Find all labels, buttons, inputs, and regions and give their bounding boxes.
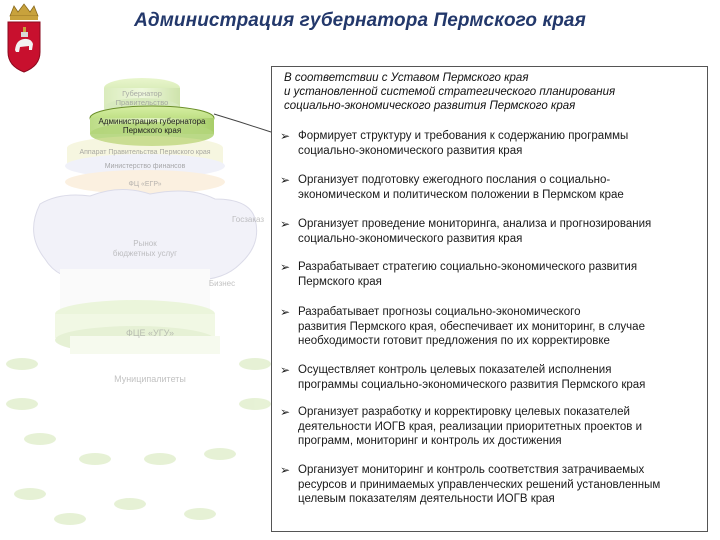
function-item: ➢ Организует проведение мониторинга, ана… <box>280 217 700 246</box>
function-line: Организует проведение мониторинга, анали… <box>298 218 652 230</box>
page-title: Администрация губернатора Пермского края <box>134 10 586 31</box>
function-item: ➢ Формирует структуру и требования к сод… <box>280 129 700 158</box>
function-line: ресурсов и принимаемых управленческих ре… <box>298 478 661 491</box>
diagram-label-business: Бизнес <box>209 279 235 288</box>
function-line: Пермского края <box>298 275 382 288</box>
perm-coat-of-arms-icon <box>7 3 41 73</box>
diagram-label-finance-ministry: Министерство финансов <box>105 163 186 170</box>
function-line: Разрабатывает прогнозы социально-экономи… <box>298 306 581 318</box>
function-line: социально-экономического развития края <box>298 144 523 157</box>
function-line: экономическом и политическом положении в… <box>298 188 624 201</box>
function-line: программ, мониторинг и контроль их дости… <box>298 435 562 447</box>
intro-line: В соответствии с Уставом Пермского края <box>284 72 529 84</box>
function-line: Организует подготовку ежегодного послани… <box>298 174 611 186</box>
function-item: ➢ Разрабатывает прогнозы социально-эконо… <box>280 305 700 349</box>
diagram-label-budget-services: бюджетных услуг <box>113 249 177 258</box>
function-item: ➢ Разрабатывает стратегию социально-экон… <box>280 260 700 289</box>
function-item: ➢ Организует мониторинг и контроль соотв… <box>280 463 700 507</box>
arrow-bullet-icon: ➢ <box>280 463 291 477</box>
diagram-label-market: Рынок <box>133 239 157 248</box>
diagram-label-government: Правительство <box>116 98 169 107</box>
arrow-bullet-icon: ➢ <box>280 217 291 231</box>
function-item: ➢ Осуществляет контроль целевых показате… <box>280 363 700 392</box>
function-line: развития Пермского края, обеспечивает их… <box>298 320 645 333</box>
diagram-label-municipalities: Муниципалитеты <box>114 374 186 384</box>
intro-line: и установленной системой стратегического… <box>284 86 616 98</box>
function-line: программы социально-экономического разви… <box>298 378 646 391</box>
function-line: социально-экономического развития края <box>298 232 523 245</box>
diagram-label-fce-ugu: ФЦЕ «УГУ» <box>126 328 174 338</box>
function-line: необходимости готовит предложения по их … <box>298 335 610 347</box>
diagram-label-perm-region: Пермского края <box>123 126 181 135</box>
function-line: целевым показателям деятельности ИОГВ кр… <box>298 493 555 505</box>
governance-diagram: Губернатор Правительство Администрация г… <box>6 78 272 525</box>
function-line: Организует разработку и корректировку це… <box>298 406 630 418</box>
function-line: Осуществляет контроль целевых показателе… <box>298 364 612 376</box>
function-line: Организует мониторинг и контроль соответ… <box>298 464 645 476</box>
panel-intro: В соответствии с Уставом Пермского края … <box>284 71 704 113</box>
arrow-bullet-icon: ➢ <box>280 405 291 419</box>
functions-panel: В соответствии с Уставом Пермского края … <box>271 66 708 532</box>
function-item: ➢ Организует подготовку ежегодного посла… <box>280 173 700 202</box>
diagram-label-administration: Администрация губернатора <box>98 117 206 126</box>
function-line: деятельности ИОГВ края, реализации приор… <box>298 420 643 433</box>
arrow-bullet-icon: ➢ <box>280 363 291 377</box>
function-line: Формирует структуру и требования к содер… <box>298 130 629 142</box>
intro-line: социально-экономического развития Пермск… <box>284 100 576 112</box>
function-item: ➢ Организует разработку и корректировку … <box>280 405 700 449</box>
function-line: Разрабатывает стратегию социально-эконом… <box>298 261 638 273</box>
arrow-bullet-icon: ➢ <box>280 305 291 319</box>
diagram-label-governor: Губернатор <box>122 89 162 98</box>
diagram-label-apparatus: Аппарат Правительства Пермского края <box>79 149 210 156</box>
arrow-bullet-icon: ➢ <box>280 173 291 187</box>
diagram-label-fc-egr: ФЦ «ЕГР» <box>129 181 162 188</box>
arrow-bullet-icon: ➢ <box>280 260 291 274</box>
arrow-bullet-icon: ➢ <box>280 129 291 143</box>
diagram-label-goszakaz: Госзаказ <box>232 215 264 224</box>
